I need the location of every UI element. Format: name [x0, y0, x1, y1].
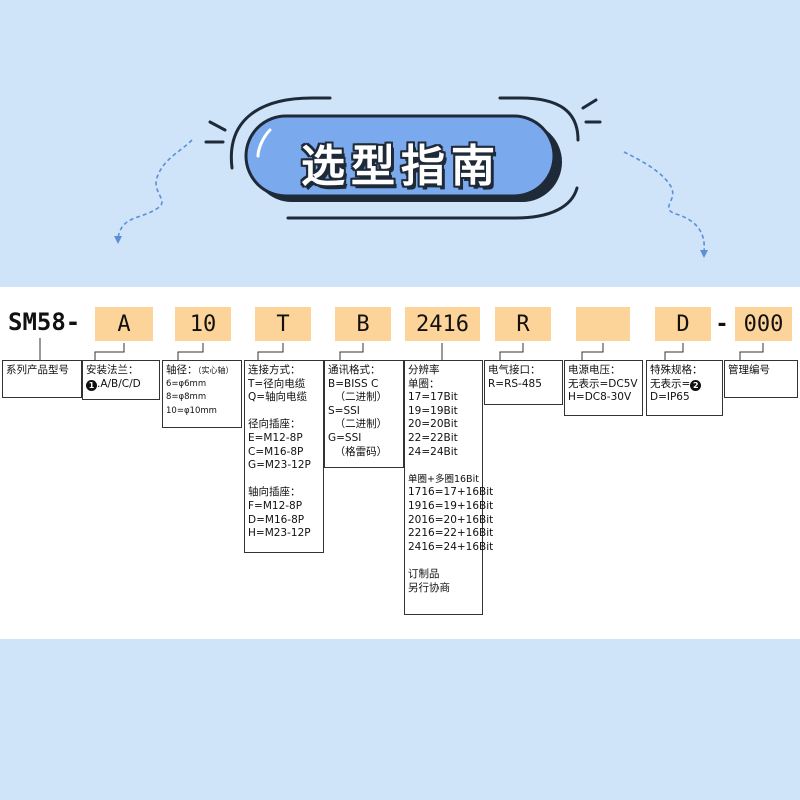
connection-line: G=M23-12P [248, 459, 311, 472]
connection-line: E=M12-8P [248, 431, 303, 444]
separator-dash: - [715, 311, 729, 337]
dashed-arrow-left [117, 139, 193, 239]
connection-line: H=M23-12P [248, 527, 311, 540]
shaft-option: 6=φ6mm [166, 378, 207, 389]
protocol-line: B=BISS C [328, 377, 379, 390]
special-option: D=IP65 [650, 391, 690, 404]
segment-voltage [576, 307, 630, 341]
protocol-line: （二进制） [328, 418, 388, 431]
title-banner [114, 96, 708, 258]
protocol-line: （格雷码） [328, 445, 388, 458]
shaft-option: 10=φ10mm [166, 405, 217, 416]
box-special: 特殊规格： 无表示=2 D=IP65 [646, 360, 723, 416]
sparkle-left-1 [208, 120, 227, 132]
arrowhead-left [114, 236, 122, 244]
voltage-line: 电源电压： [568, 364, 621, 376]
resolution-line: 2016=20+16Bit [408, 513, 494, 526]
banner-outline-left [229, 96, 332, 170]
connector-protocol [339, 343, 364, 360]
banner-pill-highlight [256, 128, 272, 158]
resolution-line: 1716=17+16Bit [408, 486, 494, 499]
resolution-line: 24=24Bit [408, 445, 458, 458]
dashed-arrow-right [623, 151, 705, 253]
shaft-title: 轴径：（实心轴） [166, 364, 234, 376]
resolution-line: 17=17Bit [408, 391, 458, 404]
resolution-line: 单圈： [408, 377, 440, 390]
protocol-line: G=SSI [328, 431, 362, 444]
interface-line: 电气接口： [488, 364, 541, 376]
segment-management: 000 [735, 307, 792, 341]
box-connection: 连接方式： T=径向电缆 Q=轴向电缆 径向插座： E=M12-8P C=M16… [244, 360, 324, 553]
model-prefix: SM58- [8, 308, 81, 336]
box-shaft: 轴径：（实心轴） 6=φ6mm 8=φ8mm 10=φ10mm [162, 360, 242, 428]
segment-flange: A [95, 307, 153, 341]
segment-interface: R [495, 307, 551, 341]
segment-connection: T [255, 307, 311, 341]
resolution-line: 分辨率 [408, 364, 440, 376]
protocol-line: （二进制） [328, 391, 388, 404]
banner-outline-bottom [286, 186, 579, 220]
connection-line: T=径向电缆 [248, 377, 306, 390]
connector-interface [499, 343, 524, 360]
resolution-line: 19=19Bit [408, 404, 458, 417]
arrowhead-right [700, 250, 708, 258]
connection-line: 连接方式： [248, 364, 301, 376]
page-title: 选型指南 [301, 141, 501, 192]
protocol-line: 通讯格式： [328, 364, 381, 376]
connection-line: Q=轴向电缆 [248, 391, 308, 404]
banner-outline-right [498, 96, 580, 142]
banner-pill [244, 114, 556, 198]
shaft-option: 8=φ8mm [166, 392, 207, 403]
box-protocol: 通讯格式： B=BISS C （二进制） S=SSI （二进制） G=SSI （… [324, 360, 404, 468]
resolution-line: 20=20Bit [408, 418, 458, 431]
box-series: 系列产品型号 [2, 360, 82, 398]
connector-management [739, 343, 764, 360]
flange-options: 1.A/B/C/D [86, 378, 157, 392]
segment-special: D [655, 307, 711, 341]
voltage-line: 无表示=DC5V [568, 377, 638, 390]
connector-special [664, 343, 684, 360]
segment-resolution: 2416 [405, 307, 480, 341]
connection-line: 轴向插座： [248, 486, 301, 499]
connector-flange [94, 343, 125, 360]
connection-line: D=M16-8P [248, 513, 305, 526]
series-label: 系列产品型号 [6, 364, 69, 376]
segment-protocol: B [335, 307, 391, 341]
resolution-line: 2416=24+16Bit [408, 540, 494, 553]
connection-line: 径向插座： [248, 418, 301, 431]
connection-line: F=M12-8P [248, 499, 303, 512]
circled-number-1-icon: 1 [86, 379, 97, 391]
box-management: 管理编号 [724, 360, 798, 398]
segment-shaft: 10 [175, 307, 231, 341]
resolution-line: 另行协商 [408, 581, 450, 594]
special-default: 无表示=2 [650, 378, 720, 392]
resolution-line: 22=22Bit [408, 431, 458, 444]
connector-shaft [177, 343, 204, 360]
special-title: 特殊规格： [650, 364, 703, 376]
protocol-line: S=SSI [328, 404, 360, 417]
connector-connection [257, 343, 284, 360]
connector-voltage [581, 343, 604, 360]
management-label: 管理编号 [728, 364, 770, 376]
resolution-line: 订制品 [408, 567, 440, 580]
bottom-background [0, 639, 800, 800]
connection-line: C=M16-8P [248, 445, 304, 458]
box-resolution: 分辨率 单圈： 17=17Bit 19=19Bit 20=20Bit 22=22… [404, 360, 494, 615]
flange-title: 安装法兰： [86, 364, 139, 376]
resolution-line: 1916=19+16Bit [408, 499, 494, 512]
resolution-line: 单圈+多圈16Bit [408, 473, 479, 485]
box-interface: 电气接口： R=RS-485 [484, 360, 563, 405]
sparkle-right-1 [581, 98, 598, 110]
box-flange: 安装法兰： 1.A/B/C/D [82, 360, 160, 400]
resolution-line: 2216=22+16Bit [408, 527, 494, 540]
circled-number-2-icon: 2 [690, 379, 702, 391]
voltage-line: H=DC8-30V [568, 391, 632, 404]
box-voltage: 电源电压： 无表示=DC5V H=DC8-30V [564, 360, 643, 416]
interface-line: R=RS-485 [488, 377, 542, 390]
